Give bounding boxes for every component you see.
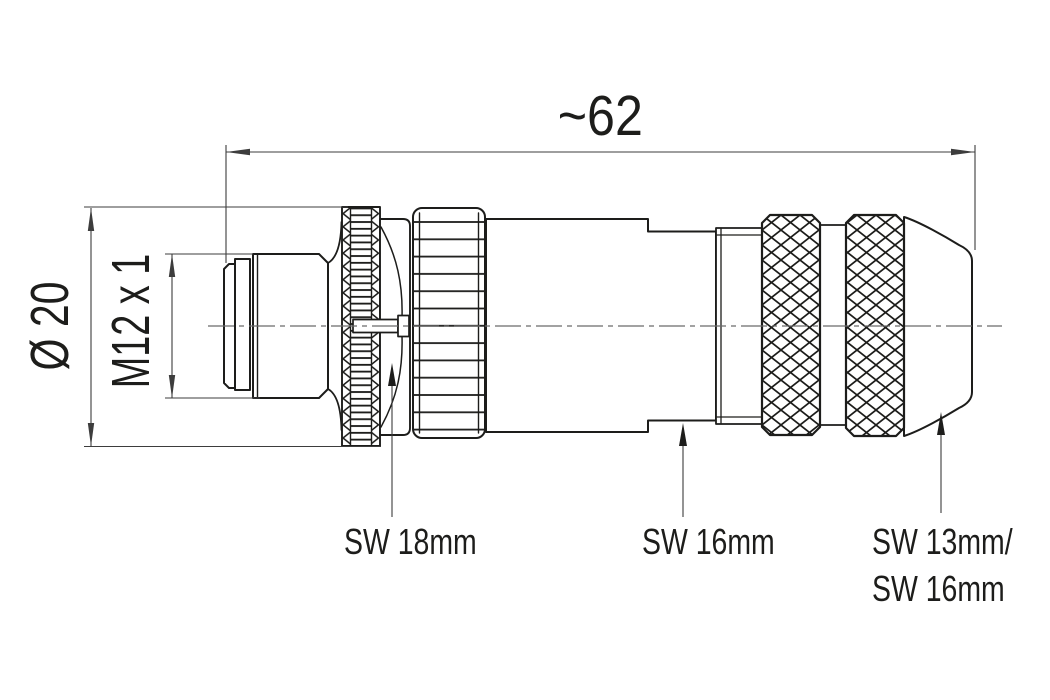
arrowhead-up — [388, 363, 396, 386]
cable-gland-wrench-size-label: SW 13mm/ SW 16mm — [872, 524, 1013, 607]
arrowhead-right — [951, 148, 975, 156]
cable-gland-wrench-size-line2: SW 16mm — [872, 568, 1005, 609]
arrowhead-up — [937, 412, 945, 435]
arrowhead-top — [87, 208, 95, 231]
arrowhead-top — [168, 254, 176, 277]
leader-sw16 — [679, 423, 687, 517]
arrowhead-bottom — [168, 375, 176, 398]
dimension-overall-length — [225, 145, 976, 263]
cable-gland-wrench-size-line1: SW 13mm/ — [872, 521, 1013, 562]
outer-diameter-dimension-label: Ø 20 — [20, 281, 80, 371]
leader-sw13-16 — [937, 412, 945, 513]
body-wrench-size-label: SW 16mm — [642, 521, 775, 562]
arrowhead-left — [226, 148, 250, 156]
overall-length-dimension-label: ~62 — [557, 84, 643, 148]
dimension-diameter-20 — [84, 206, 381, 448]
dimension-thread-m12 — [165, 253, 260, 399]
leader-sw18 — [388, 363, 396, 517]
mating-tip — [223, 258, 251, 391]
ring-bridge — [817, 224, 847, 426]
knurled-ring-front — [760, 213, 822, 437]
thread-size-label: M12 x 1 — [101, 253, 161, 389]
grip-ring — [412, 207, 486, 439]
coupling-nut-wrench-size-label: SW 18mm — [344, 521, 477, 562]
arrowhead-bottom — [87, 423, 95, 446]
arrowhead-up — [679, 423, 687, 446]
